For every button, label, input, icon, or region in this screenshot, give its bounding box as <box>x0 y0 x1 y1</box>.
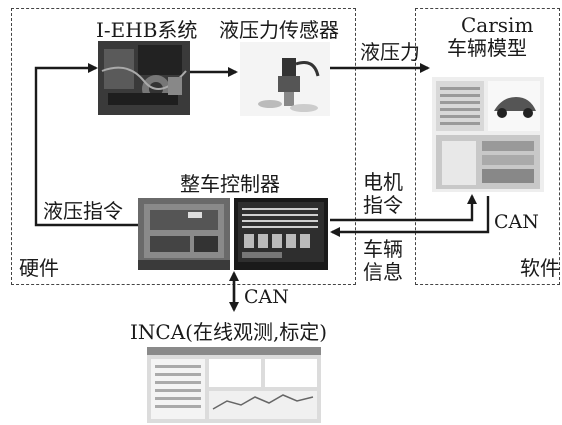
vehicle-controller-label: 整车控制器 <box>180 172 280 196</box>
hardware-region-label: 硬件 <box>19 256 59 280</box>
pressure-sensor-photo <box>240 42 330 116</box>
software-region-box <box>415 8 560 285</box>
inca-label: INCA(在线观测,标定) <box>130 320 328 344</box>
motor-command-label-line1: 电机 <box>363 170 403 194</box>
carsim-title-line1: Carsim <box>461 13 534 37</box>
motor-command-arrow <box>330 194 477 222</box>
hydraulic-command-label: 液压指令 <box>43 199 123 223</box>
controller-inca-can-label: CAN <box>244 286 289 308</box>
motor-command-label-line2: 指令 <box>363 193 403 217</box>
pressure-sensor-label: 液压力传感器 <box>219 18 339 42</box>
ehb-system-label: I-EHB系统 <box>96 18 198 42</box>
vehicle-controller-photo <box>138 198 230 270</box>
hydraulic-pressure-label: 液压力 <box>360 40 420 64</box>
carsim-title-line2: 车辆模型 <box>447 36 527 60</box>
vehicle-info-label-line1: 车辆 <box>363 237 403 261</box>
hardware-region-box <box>11 8 356 285</box>
hydraulic-command-arrow <box>34 63 138 227</box>
vehicle-info-arrow <box>330 196 490 237</box>
inca-screenshot <box>147 347 321 423</box>
controller-monitor-photo <box>234 198 328 270</box>
software-can-label: CAN <box>494 211 539 233</box>
software-region-label: 软件 <box>520 256 560 280</box>
vehicle-info-label-line2: 信息 <box>363 260 403 284</box>
carsim-model-screenshot <box>432 77 544 192</box>
ehb-system-photo <box>98 41 190 115</box>
